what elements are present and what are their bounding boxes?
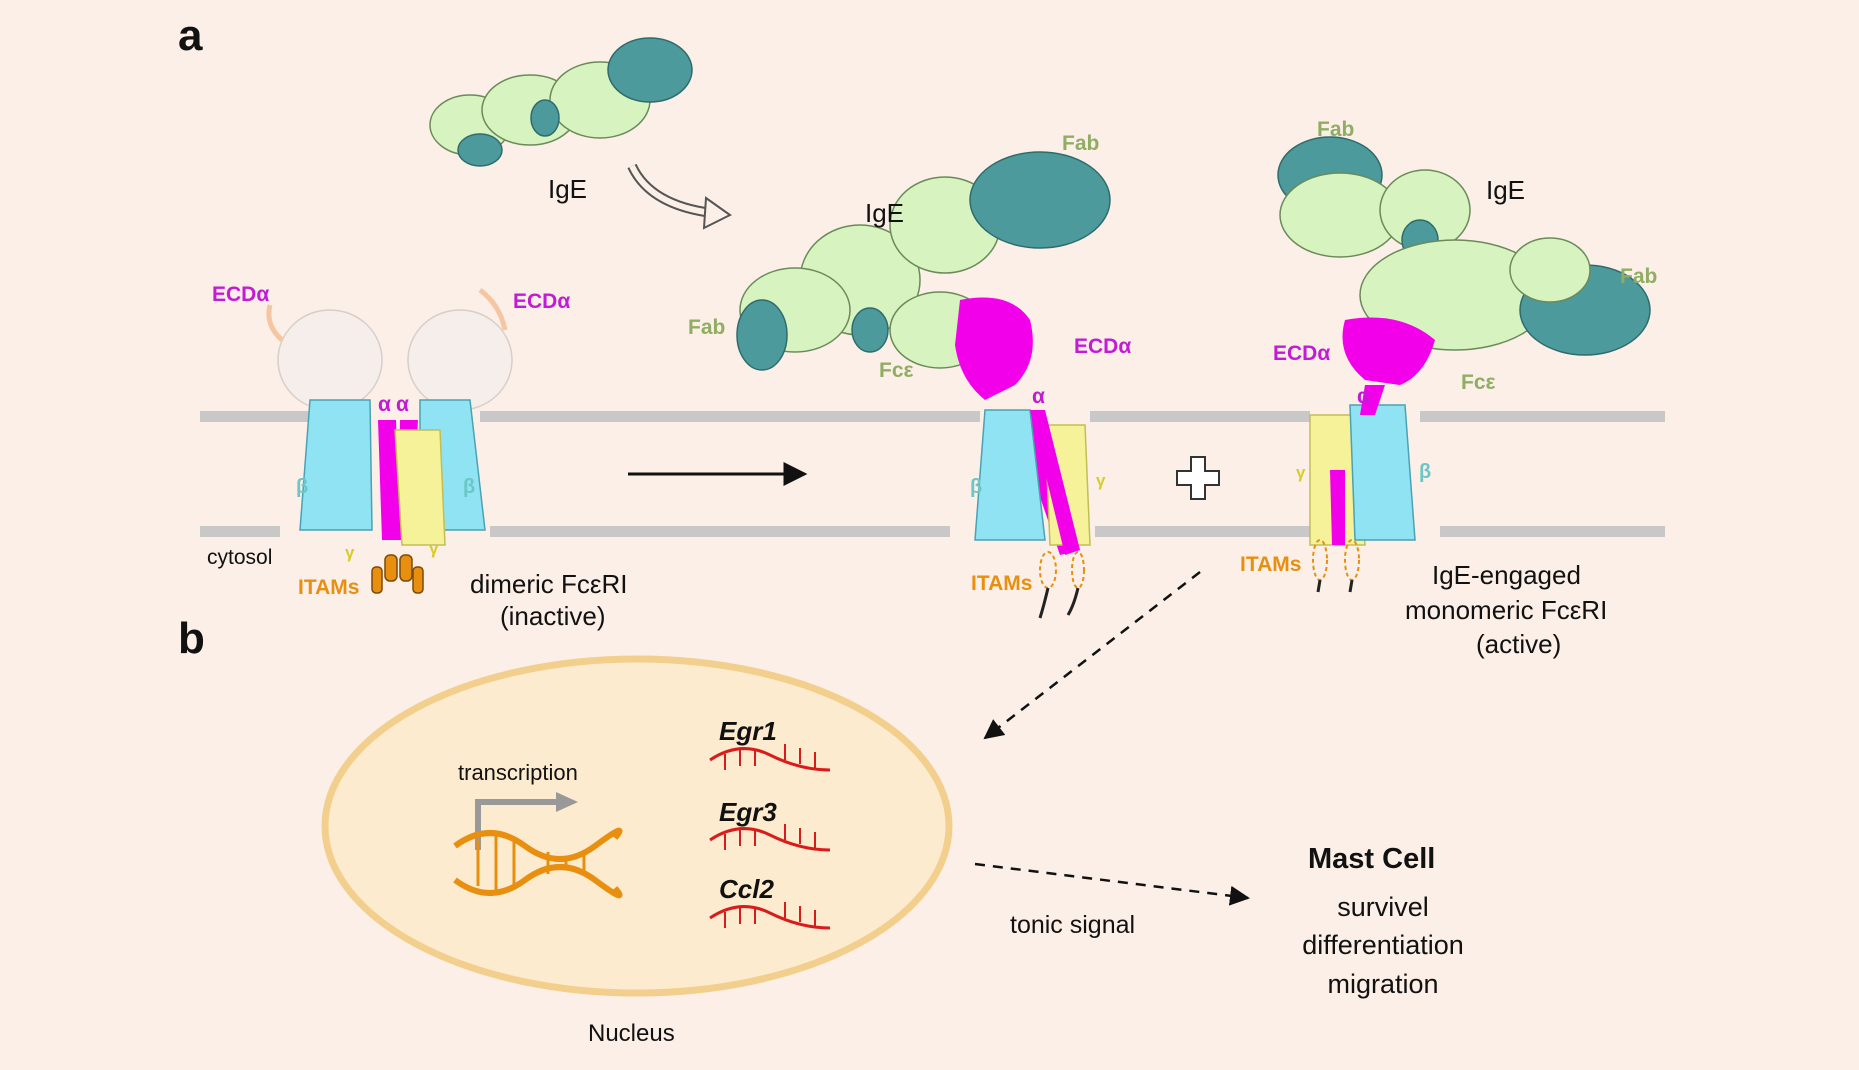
gamma-label: γ bbox=[1096, 471, 1106, 490]
mrna-icon bbox=[709, 827, 831, 852]
mono-title-2: monomeric FcεRI bbox=[1405, 595, 1607, 625]
binding-arrow bbox=[627, 163, 732, 230]
mono-title-1: IgE-engaged bbox=[1432, 560, 1581, 590]
beta-label: β bbox=[970, 476, 982, 498]
mrna-icon bbox=[709, 747, 831, 772]
signal-arrow bbox=[983, 571, 1201, 740]
membrane-outer-segment bbox=[480, 411, 980, 422]
itams-label: ITAMs bbox=[298, 576, 359, 599]
gamma-label: γ bbox=[1296, 463, 1306, 482]
panel-label-b: b bbox=[178, 614, 205, 663]
nucleus-label: Nucleus bbox=[588, 1020, 675, 1047]
membrane-inner-segment bbox=[200, 526, 280, 537]
membrane bbox=[200, 411, 1665, 537]
beta-label: β bbox=[463, 476, 475, 498]
transcription-label: transcription bbox=[458, 760, 578, 785]
membrane-outer-segment bbox=[200, 411, 310, 422]
ige-engaged-fceri-1 bbox=[736, 151, 1111, 619]
mono-state: (active) bbox=[1476, 629, 1561, 659]
ige-engaged-fceri-2 bbox=[1277, 136, 1651, 593]
outcome-item: survivel bbox=[1337, 892, 1429, 922]
gene-label: Egr3 bbox=[719, 797, 777, 827]
gene-label: Egr1 bbox=[719, 716, 777, 746]
alpha-label: α bbox=[396, 393, 409, 416]
fab-label-right-top: Fab bbox=[1317, 118, 1354, 141]
outcome-item: migration bbox=[1327, 969, 1438, 999]
ecd-label-right: ECDα bbox=[1273, 342, 1330, 365]
membrane-outer-segment bbox=[1420, 411, 1665, 422]
dimeric-state: (inactive) bbox=[500, 601, 605, 631]
fce-label-right: Fcε bbox=[1461, 371, 1496, 394]
fab-label-mid-top: Fab bbox=[1062, 132, 1099, 155]
gene-label: Ccl2 bbox=[719, 874, 774, 904]
beta-label: β bbox=[1419, 461, 1431, 483]
dna-helix-icon bbox=[453, 827, 623, 899]
gene-egr3: Egr3 bbox=[709, 797, 831, 852]
alpha-label: α bbox=[1357, 385, 1370, 408]
panel-label-a: a bbox=[178, 11, 203, 60]
membrane-inner-segment bbox=[1095, 526, 1310, 537]
tonic-signal-arrow bbox=[974, 862, 1250, 906]
ecd-label-left: ECDα bbox=[212, 283, 269, 306]
ige-label-right: IgE bbox=[1486, 175, 1525, 205]
mast-cell-title: Mast Cell bbox=[1308, 843, 1435, 875]
gamma-label: γ bbox=[429, 539, 439, 558]
dimeric-title: dimeric FcεRI bbox=[470, 569, 628, 599]
nucleus bbox=[321, 655, 953, 997]
free-ige-molecule bbox=[429, 37, 693, 167]
fab-label-mid-left: Fab bbox=[688, 316, 725, 339]
gamma-label: γ bbox=[345, 543, 355, 562]
tonic-signal-label: tonic signal bbox=[1010, 911, 1135, 939]
outcome-item: differentiation bbox=[1302, 930, 1464, 960]
beta-label: β bbox=[296, 476, 308, 498]
dimeric-fceri bbox=[277, 309, 513, 594]
plus-icon bbox=[1176, 456, 1220, 500]
ecd-label-mid: ECDα bbox=[1074, 335, 1131, 358]
fab-label-right: Fab bbox=[1620, 265, 1657, 288]
alpha-label: α bbox=[1032, 385, 1045, 408]
mrna-icon bbox=[709, 905, 831, 930]
membrane-outer-segment bbox=[1090, 411, 1310, 422]
cytosol-label: cytosol bbox=[207, 546, 272, 569]
flexibility-arrow-left bbox=[266, 304, 284, 342]
alpha-label: α bbox=[378, 393, 391, 416]
membrane-inner-segment bbox=[490, 526, 950, 537]
ige-label-mid: IgE bbox=[865, 198, 904, 228]
fce-label-mid: Fcε bbox=[879, 359, 914, 382]
ecd-label-left-2: ECDα bbox=[513, 290, 570, 313]
membrane-inner-segment bbox=[1440, 526, 1665, 537]
gene-ccl2: Ccl2 bbox=[709, 874, 831, 930]
itams-label: ITAMs bbox=[971, 572, 1032, 595]
itams-label: ITAMs bbox=[1240, 553, 1301, 576]
ige-free-label: IgE bbox=[548, 174, 587, 204]
gene-egr1: Egr1 bbox=[709, 716, 831, 772]
flexibility-arrow-right bbox=[478, 288, 508, 331]
